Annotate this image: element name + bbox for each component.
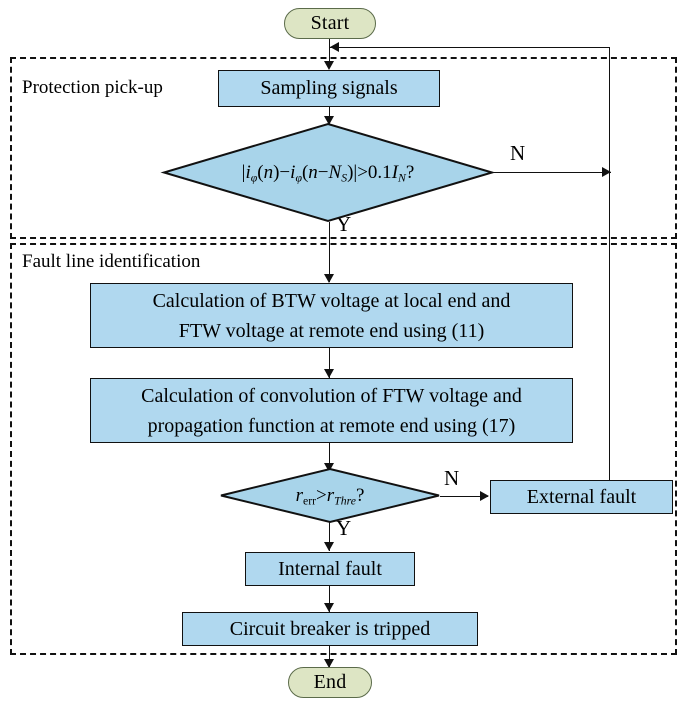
region-fault-line-identification-label: Fault line identification	[22, 251, 201, 272]
edge-start-to-sampling	[329, 38, 330, 64]
edge-breaker-to-end	[329, 646, 330, 668]
edge-calc2-to-decision-r-arrow	[324, 463, 334, 472]
edge-decision-no-horizontal	[493, 172, 611, 173]
node-internal-fault[interactable]: Internal fault	[245, 552, 415, 586]
edge-decision-yes-to-calc1	[329, 222, 330, 282]
edge-breaker-to-end-arrow	[324, 659, 334, 668]
feedback-bus-vertical	[609, 47, 610, 481]
edge-calc2-to-decision-r	[329, 443, 330, 473]
edge-decision-r-no-horizontal	[440, 496, 488, 497]
node-end[interactable]: End	[288, 667, 372, 698]
feedback-bus-arrow	[330, 42, 339, 52]
decision-current-shape	[160, 122, 496, 223]
branch-label-decision-r-no: N	[444, 466, 460, 490]
branch-label-decision-current-yes: Y	[336, 212, 352, 236]
node-start-label: Start	[310, 12, 350, 34]
edge-decision-r-yes-arrow	[324, 542, 334, 551]
edge-start-to-sampling-arrow	[324, 61, 334, 70]
node-calc-convolution[interactable]: Calculation of convolution of FTW voltag…	[90, 378, 573, 443]
region-protection-pickup-label: Protection pick-up	[22, 77, 163, 98]
branch-label-decision-r-yes: Y	[336, 516, 352, 540]
edge-sampling-to-decision-arrow	[324, 116, 334, 125]
node-breaker-tripped-label: Circuit breaker is tripped	[229, 617, 431, 640]
node-decision-r[interactable]: rerr>rThre?	[220, 467, 440, 524]
region-protection-pickup	[10, 57, 677, 239]
region-fault-line-identification	[10, 243, 677, 655]
feedback-bus-horizontal	[330, 47, 610, 48]
node-external-fault[interactable]: External fault	[490, 480, 673, 514]
branch-label-decision-current-no: N	[510, 141, 526, 165]
node-breaker-tripped[interactable]: Circuit breaker is tripped	[182, 612, 478, 646]
node-external-fault-label: External fault	[526, 485, 637, 508]
node-decision-current[interactable]: |iφ(n)−iφ(n−NS)|>0.1IN?	[160, 122, 496, 223]
node-calc-btw-ftw-line2: FTW voltage at remote end using (11)	[178, 319, 485, 342]
node-sampling-signals[interactable]: Sampling signals	[218, 70, 440, 107]
node-internal-fault-label: Internal fault	[278, 557, 382, 580]
edge-decision-r-yes-to-internal	[329, 522, 330, 551]
node-calc-convolution-line1: Calculation of convolution of FTW voltag…	[141, 384, 522, 407]
edge-internal-to-breaker	[329, 586, 330, 612]
node-calc-btw-ftw-line1: Calculation of BTW voltage at local end …	[152, 289, 511, 312]
node-start[interactable]: Start	[284, 8, 376, 39]
edge-decision-yes-to-calc1-arrow	[324, 274, 334, 283]
node-sampling-signals-label: Sampling signals	[260, 77, 398, 99]
node-calc-convolution-line2: propagation function at remote end using…	[147, 414, 516, 437]
edge-internal-to-breaker-arrow	[324, 603, 334, 612]
decision-r-shape	[220, 467, 440, 524]
node-calc-btw-ftw[interactable]: Calculation of BTW voltage at local end …	[90, 283, 573, 348]
edge-decision-no-arrow	[602, 167, 611, 177]
node-end-label: End	[313, 671, 347, 693]
edge-decision-r-no-arrow	[480, 491, 489, 501]
edge-calc1-to-calc2-arrow	[324, 369, 334, 378]
edge-calc1-to-calc2	[329, 348, 330, 379]
